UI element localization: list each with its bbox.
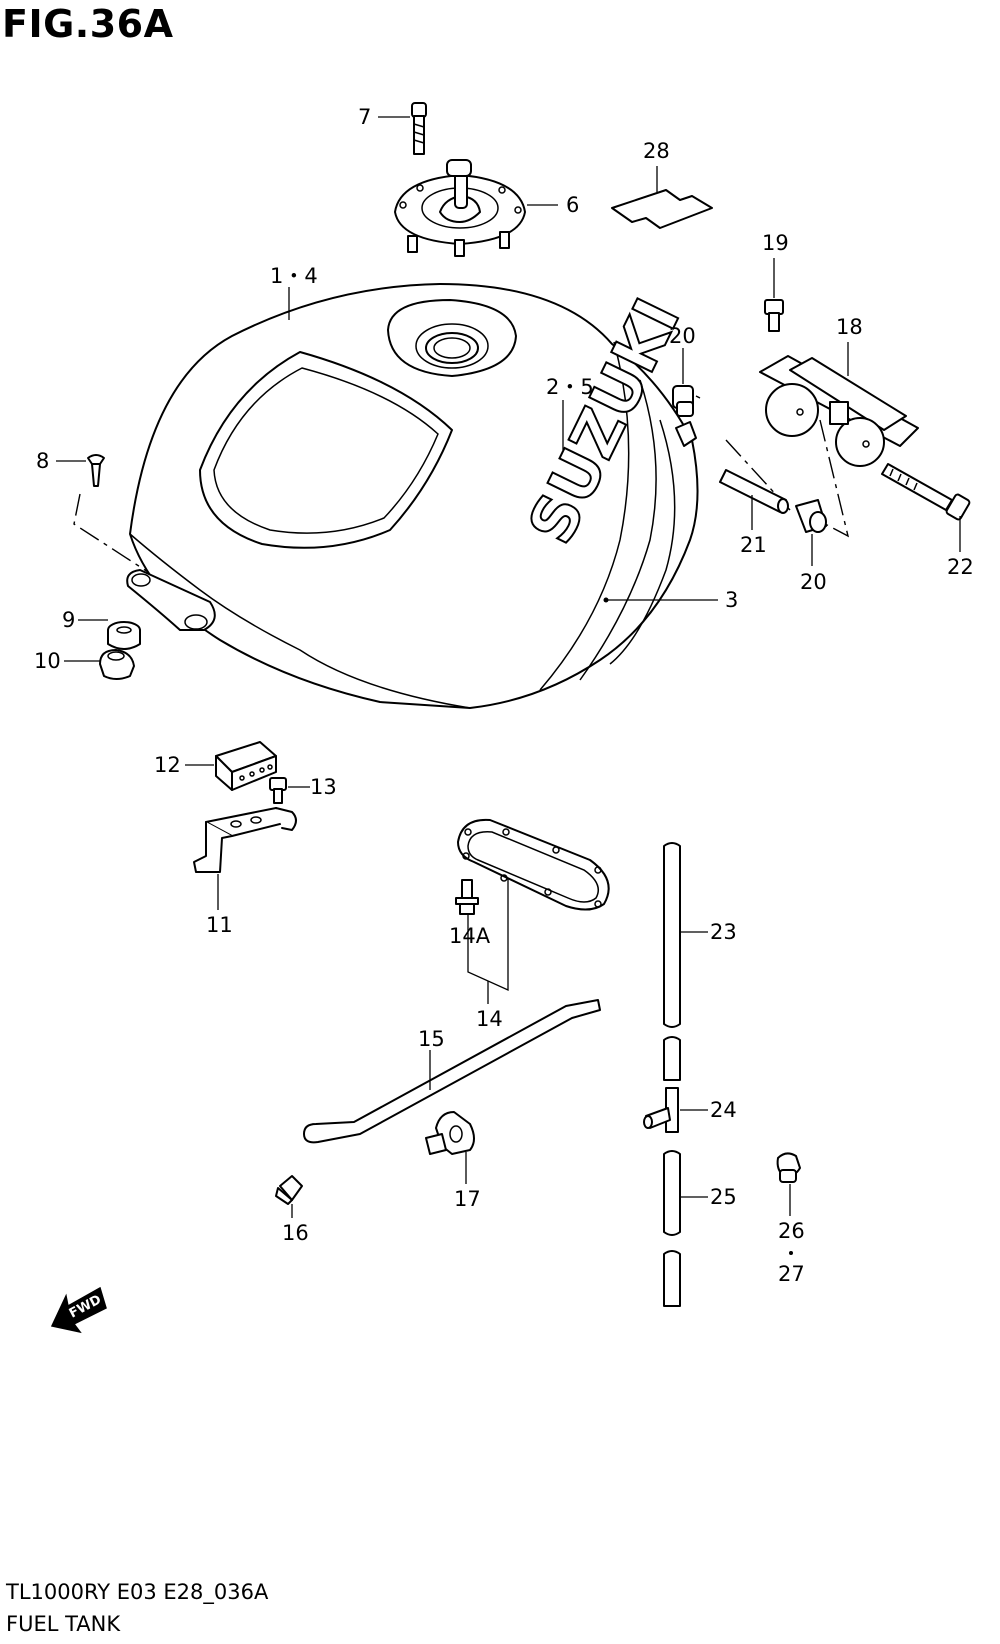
part-11-bracket — [193, 807, 297, 873]
callout-2-5: 2・5 — [546, 375, 594, 399]
callout-18: 18 — [836, 315, 863, 339]
callout-15: 15 — [418, 1027, 445, 1051]
callout-9: 9 — [62, 608, 75, 632]
part-21-pipe — [719, 469, 789, 514]
part-12-connector — [215, 741, 277, 791]
callout-28: 28 — [643, 139, 670, 163]
part-26-clip — [776, 1152, 801, 1183]
part-14a-screw — [455, 879, 479, 915]
part-15-rod — [303, 999, 601, 1144]
callout-24: 24 — [710, 1098, 737, 1122]
part-9-grommet — [107, 621, 141, 650]
part-25-hose — [663, 1150, 681, 1307]
callout-1-4: 1・4 — [270, 264, 318, 288]
callout-21: 21 — [740, 533, 767, 557]
callout-20-lower: 20 — [800, 570, 827, 594]
callout-6: 6 — [566, 193, 579, 217]
part-28-pad — [611, 189, 713, 229]
fwd-arrow-icon: FWD — [50, 1286, 107, 1334]
part-8-screw — [87, 454, 105, 487]
part-1-fuel-tank — [126, 283, 699, 709]
callout-22: 22 — [947, 555, 974, 579]
callout-26: 26 — [778, 1219, 805, 1243]
callout-16: 16 — [282, 1221, 309, 1245]
section-name: FUEL TANK — [6, 1612, 121, 1636]
callout-12: 12 — [154, 753, 181, 777]
part-16-cap — [275, 1175, 303, 1205]
part-20-collar-lower — [795, 499, 827, 533]
callout-17: 17 — [454, 1187, 481, 1211]
part-17-clamp — [425, 1111, 475, 1155]
callout-3: 3 — [725, 588, 738, 612]
callout-23: 23 — [710, 920, 737, 944]
part-18-bracket — [759, 355, 919, 467]
callout-19: 19 — [762, 231, 789, 255]
callout-27: 27 — [778, 1262, 805, 1286]
part-24-t-joint — [643, 1087, 679, 1133]
model-code: TL1000RY E03 E28_036A — [6, 1580, 269, 1604]
part-14-gasket — [457, 818, 610, 911]
part-7-bolt — [411, 102, 427, 155]
part-23-hose — [663, 842, 681, 1081]
part-6-fuel-cap — [394, 159, 526, 257]
part-13-bolt — [269, 777, 287, 804]
callout-10: 10 — [34, 649, 61, 673]
part-20-grommet-upper — [672, 385, 694, 417]
callout-8: 8 — [36, 449, 49, 473]
callout-20-upper: 20 — [669, 324, 696, 348]
callout-11: 11 — [206, 913, 233, 937]
callout-14a: 14A — [449, 924, 491, 948]
part-10-collar — [99, 649, 135, 680]
callout-25: 25 — [710, 1185, 737, 1209]
figure-title: FIG.36A — [2, 2, 174, 46]
part-19-bolt — [764, 299, 784, 332]
callout-13: 13 — [310, 775, 337, 799]
callout-7: 7 — [358, 105, 371, 129]
callout-14: 14 — [476, 1007, 503, 1031]
part-22-long-bolt — [881, 463, 971, 521]
